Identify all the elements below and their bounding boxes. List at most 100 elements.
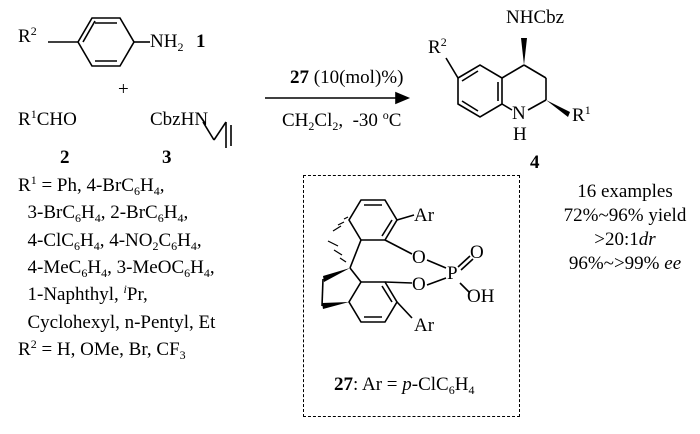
text-segment: 6: [184, 265, 191, 280]
text-segment: H: [87, 256, 102, 278]
text-segment: 1-Naphthyl,: [18, 284, 124, 306]
text-segment: Ar: [414, 205, 435, 226]
text-segment: 6: [171, 238, 178, 253]
catalyst-caption: 27: Ar = p-ClC6H4: [334, 374, 475, 397]
product-r2: R2: [428, 35, 447, 58]
text-segment: 6: [81, 265, 88, 280]
reactant-3: CbzHN: [150, 110, 208, 129]
text-segment: 4: [101, 265, 108, 280]
reactant-3-label: 3: [162, 147, 172, 168]
solvent-temperature: CH2Cl2, -30 oC: [282, 109, 402, 132]
reactant-2: R1CHO: [18, 107, 77, 130]
text-segment: 4: [203, 265, 210, 280]
text-segment: 4: [190, 238, 197, 253]
text-segment: Cyclohexyl, n-Pentyl, Et: [18, 311, 216, 333]
text-segment: ,: [183, 202, 189, 224]
text-segment: C: [388, 110, 402, 131]
text-segment: NHCbz: [506, 7, 565, 28]
text-segment: 3-BrC: [18, 202, 76, 224]
text-segment: 6: [75, 211, 81, 226]
text-segment: p: [402, 374, 412, 395]
text-segment: 96%~>99%: [568, 253, 665, 274]
text-segment: , 3-MeOC: [107, 256, 185, 278]
text-segment: O: [470, 242, 484, 263]
text-segment: i: [123, 282, 127, 297]
vinyl-group: [202, 121, 232, 148]
text-segment: 27: [334, 374, 353, 395]
plus-sign: +: [118, 79, 129, 100]
catalyst-box: [303, 175, 520, 417]
text-segment: ,: [196, 229, 202, 251]
text-segment: 1: [30, 107, 37, 121]
text-segment: R: [428, 37, 441, 58]
text-segment: 4: [153, 184, 160, 198]
text-segment: 6: [73, 238, 80, 253]
text-segment: 4: [468, 383, 475, 397]
reactant-2-label: 2: [60, 147, 70, 168]
text-segment: OH: [467, 286, 495, 307]
text-segment: 16 examples: [577, 181, 673, 202]
product-structure: [445, 38, 570, 118]
catalyst-ar-bottom: Ar: [414, 316, 434, 335]
text-segment: = Ph, 4-BrC: [36, 175, 134, 196]
text-segment: 72%~96% yield: [563, 205, 687, 226]
text-segment: 2: [440, 35, 447, 49]
text-segment: CbzHN: [150, 109, 209, 130]
product-nhcbz: NHCbz: [506, 8, 564, 27]
text-segment: 4: [177, 211, 184, 226]
text-segment: ,: [209, 256, 215, 278]
reactant-1-r2: R2: [18, 25, 51, 46]
text-segment: ,: [159, 175, 165, 196]
text-segment: R: [572, 105, 585, 126]
text-segment: 2: [177, 40, 184, 54]
text-segment: R: [18, 109, 31, 130]
product-r1: R1: [572, 103, 591, 126]
catalyst-loading: 27 (10(mol)%): [290, 68, 403, 87]
text-segment: , -30: [338, 110, 383, 131]
text-segment: R: [18, 175, 31, 196]
text-segment: CHO: [36, 109, 77, 130]
text-segment: , 4-NO: [99, 229, 153, 251]
text-segment: 4: [94, 211, 101, 226]
reaction-arrow: [265, 91, 411, 105]
result-line: 96%~>99% ee: [569, 254, 681, 273]
text-segment: H: [190, 256, 204, 278]
scope-line: R2 = H, OMe, Br, CF3: [18, 336, 186, 362]
catalyst-o1: O: [412, 248, 426, 267]
catalyst-o2: O: [412, 275, 426, 294]
text-segment: H: [454, 374, 469, 395]
text-segment: H: [79, 229, 94, 251]
scope-line: 4-MeC6H4, 3-MeOC6H4,: [18, 256, 215, 280]
text-segment: 4-ClC: [18, 229, 74, 251]
text-segment: 2: [30, 336, 37, 351]
text-segment: H: [163, 202, 178, 224]
scope-line: 1-Naphthyl, iPr,: [18, 282, 148, 306]
text-segment: O: [412, 247, 426, 268]
text-segment: , 2-BrC: [100, 202, 158, 224]
text-segment: H: [139, 175, 154, 196]
text-segment: H: [81, 202, 95, 224]
product-label: 4: [530, 152, 540, 173]
text-segment: C: [158, 229, 172, 251]
text-segment: R: [18, 338, 31, 360]
text-segment: 3: [179, 347, 186, 362]
text-segment: ee: [664, 253, 682, 274]
text-segment: O: [412, 274, 426, 295]
result-line: 16 examples: [577, 182, 673, 201]
text-segment: 2: [152, 238, 159, 253]
text-segment: P: [447, 263, 458, 284]
text-segment: >20:1: [594, 229, 639, 250]
text-segment: 27: [290, 67, 309, 88]
scope-line: 4-ClC6H4, 4-NO2C6H4,: [18, 229, 202, 253]
text-segment: Ar: [414, 315, 435, 336]
text-segment: H: [177, 229, 191, 251]
text-segment: 4-MeC: [18, 256, 82, 278]
text-segment: 1: [584, 103, 591, 117]
aniline-ring: [48, 17, 150, 67]
reactant-1-label: 1: [196, 31, 206, 52]
text-segment: Cl: [314, 110, 333, 131]
scope-line: Cyclohexyl, n-Pentyl, Et: [18, 311, 216, 333]
text-segment: -ClC: [411, 374, 449, 395]
